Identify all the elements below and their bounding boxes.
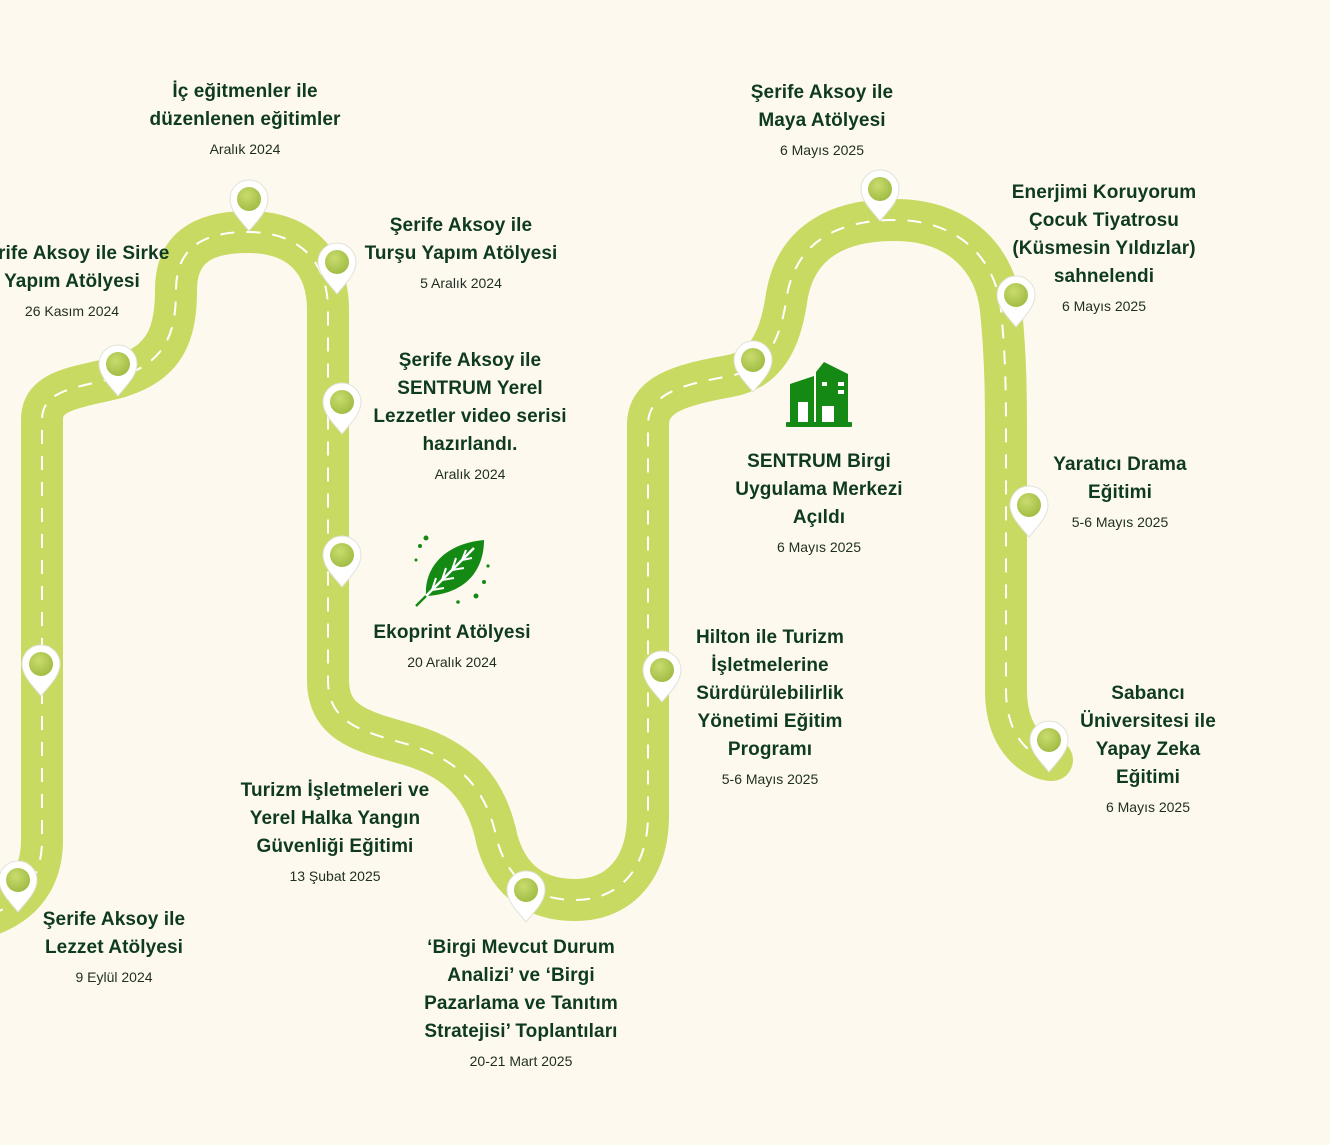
event-title: Hilton ile Turizm İşletmelerine Sürdürül… [695,627,845,760]
event-title: SENTRUM Birgi Uygulama Merkezi Açıldı [735,451,903,528]
event-date: 5-6 Mayıs 2025 [1071,514,1169,530]
map-pin-icon [1007,483,1051,544]
event-date: 20 Aralık 2024 [407,654,497,670]
map-pin-icon [227,177,271,238]
event-title: Turizm İşletmeleri ve Yerel Halka Yangın… [240,780,430,857]
event-yeast-workshop: Şerife Aksoy ile Maya Atölyesi 6 Mayıs 2… [751,79,893,158]
event-title: Şerife Aksoy ile Sirke Yapım Atölyesi [0,243,170,292]
event-hilton-training: Hilton ile Turizm İşletmelerine Sürdürül… [696,624,844,787]
event-date: 13 Şubat 2025 [289,868,381,884]
road-body [0,198,1073,934]
event-date: 26 Kasım 2024 [24,303,120,319]
event-title: ‘Birgi Mevcut Durum Analizi’ ve ‘Birgi P… [424,937,618,1042]
event-fire-safety-training: Turizm İşletmeleri ve Yerel Halka Yangın… [241,777,430,884]
event-ecoprint-workshop: Ekoprint Atölyesi 20 Aralık 2024 [373,619,530,670]
map-pin-icon [858,167,902,228]
event-date: 6 Mayıs 2025 [1061,298,1147,314]
event-date: 6 Mayıs 2025 [779,142,865,158]
event-title: Şerife Aksoy ile Lezzet Atölyesi [42,909,186,958]
event-title: Şerife Aksoy ile Turşu Yapım Atölyesi [364,215,558,264]
event-local-flavors-video: Şerife Aksoy ile SENTRUM Yerel Lezzetler… [373,347,566,482]
event-date: 9 Eylül 2024 [75,969,153,985]
map-pin-icon [0,858,40,919]
event-creative-drama: Yaratıcı Drama Eğitimi 5-6 Mayıs 2025 [1053,451,1186,530]
event-title: Ekoprint Atölyesi [373,622,531,643]
map-pin-icon [320,380,364,441]
building-icon [786,362,852,427]
event-title: Sabancı Üniversitesi ile Yapay Zeka Eğit… [1080,683,1216,788]
event-title: Yaratıcı Drama Eğitimi [1053,454,1187,503]
event-date: Aralık 2024 [209,141,281,157]
event-date: Aralık 2024 [434,466,506,482]
map-pin-icon [96,342,140,403]
event-date: 5-6 Mayıs 2025 [721,771,819,787]
event-pickle-workshop: Şerife Aksoy ile Turşu Yapım Atölyesi 5 … [365,212,558,291]
map-pin-icon [731,338,775,399]
event-date: 6 Mayıs 2025 [1105,799,1191,815]
event-date: 5 Aralık 2024 [420,275,502,291]
map-pin-icon [504,868,548,929]
map-pin-icon [315,240,359,301]
event-vinegar-workshop: Şerife Aksoy ile Sirke Yapım Atölyesi 26… [0,240,169,319]
event-date: 20-21 Mart 2025 [469,1053,573,1069]
leaf-icon [414,535,490,607]
map-pin-icon [19,642,63,703]
event-date: 6 Mayıs 2025 [776,539,862,555]
event-sentrum-center-opening: SENTRUM Birgi Uygulama Merkezi Açıldı 6 … [735,448,902,555]
event-children-theatre: Enerjimi Koruyorum Çocuk Tiyatrosu (Küsm… [1012,179,1196,314]
map-pin-icon [1027,718,1071,779]
map-pin-icon [640,648,684,709]
map-pin-icon [994,273,1038,334]
event-ai-training: Sabancı Üniversitesi ile Yapay Zeka Eğit… [1080,680,1216,815]
event-internal-trainers: İç eğitmenler ile düzenlenen eğitimler A… [150,78,341,157]
event-flavor-workshop: Şerife Aksoy ile Lezzet Atölyesi 9 Eylül… [43,906,185,985]
map-pin-icon [320,533,364,594]
event-title: Şerife Aksoy ile Maya Atölyesi [750,82,894,131]
event-title: Enerjimi Koruyorum Çocuk Tiyatrosu (Küsm… [1011,182,1197,287]
event-title: İç eğitmenler ile düzenlenen eğitimler [149,81,341,130]
event-title: Şerife Aksoy ile SENTRUM Yerel Lezzetler… [373,350,567,455]
event-birgi-strategy-meetings: ‘Birgi Mevcut Durum Analizi’ ve ‘Birgi P… [424,934,618,1069]
